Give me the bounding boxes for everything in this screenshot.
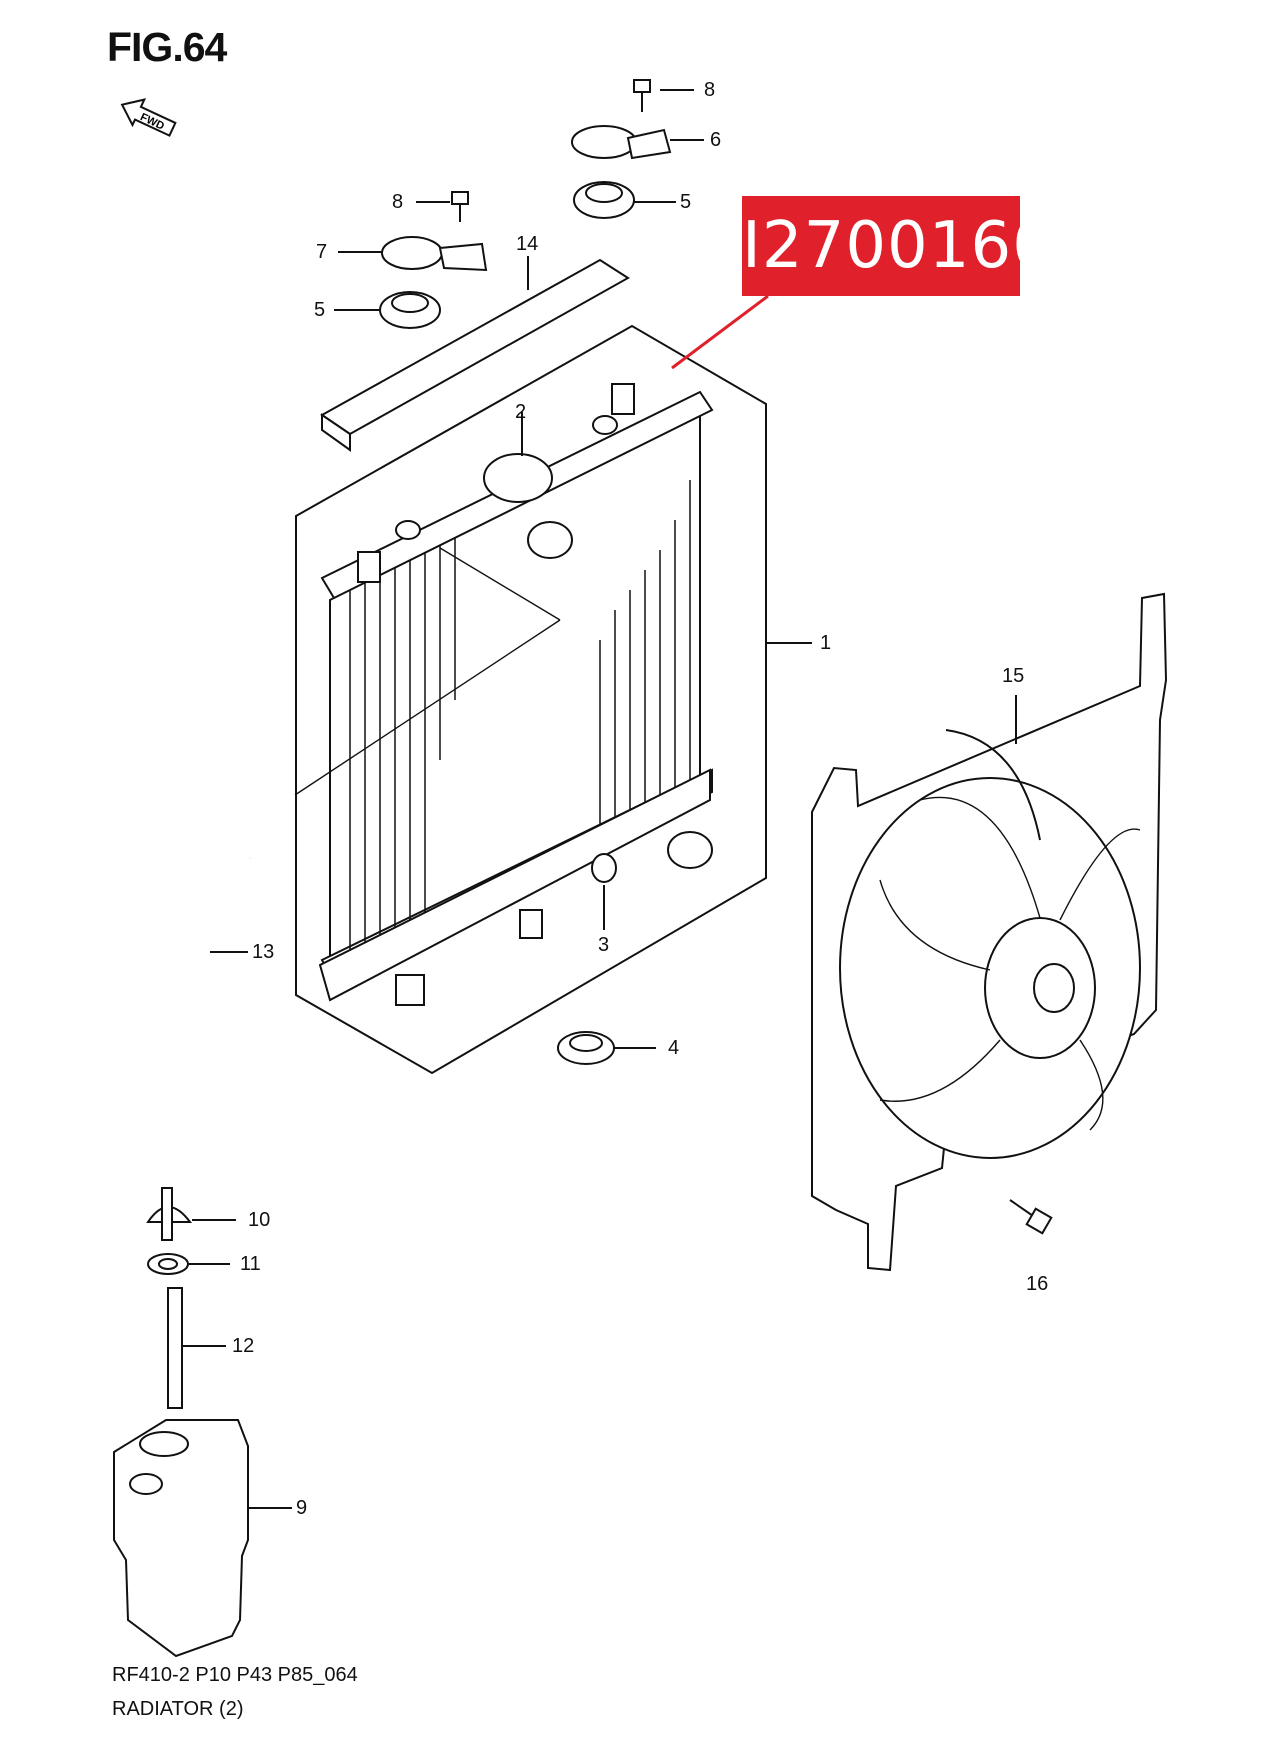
callout-5-right: 5 <box>680 191 692 213</box>
upper-mounts <box>334 79 704 329</box>
callout-9: 9 <box>296 1497 308 1519</box>
radiator-outline <box>295 324 767 1075</box>
fwd-label: FWD <box>138 111 166 132</box>
highlight-leader <box>671 294 769 370</box>
callout-4: 4 <box>668 1037 680 1059</box>
callout-12: 12 <box>232 1335 255 1357</box>
callout-6: 6 <box>710 129 722 151</box>
tank-inlet-hose-part <box>167 1287 226 1409</box>
seal-strip-part <box>320 256 630 452</box>
shroud-bolt-part <box>1009 1199 1053 1235</box>
callout-7: 7 <box>316 241 328 263</box>
callout-13: 13 <box>252 941 275 963</box>
callout-8-right: 8 <box>704 79 716 101</box>
overflow-hose-part <box>149 854 254 1173</box>
callout-8-left: 8 <box>392 191 404 213</box>
fwd-arrow-icon: FWD <box>120 98 177 137</box>
highlight-part-code: I2700160 <box>742 196 1053 296</box>
tank-cap-part <box>146 1187 236 1241</box>
grommet-part <box>147 1253 230 1275</box>
callout-16: 16 <box>1026 1273 1049 1295</box>
callout-2: 2 <box>515 401 527 423</box>
callout-1: 1 <box>820 632 832 654</box>
footer-code: RF410-2 P10 P43 P85_064 <box>112 1664 358 1686</box>
callout-3: 3 <box>598 934 610 956</box>
figure-title: FIG.64 <box>107 24 227 70</box>
callout-11: 11 <box>240 1253 261 1275</box>
reservoir-tank-part <box>113 1419 292 1658</box>
callout-14: 14 <box>516 233 539 255</box>
footer-section: RADIATOR (2) <box>112 1698 244 1720</box>
callout-5-left: 5 <box>314 299 326 321</box>
fan-shroud-part <box>811 592 1168 1272</box>
callout-10: 10 <box>248 1209 271 1231</box>
callout-15: 15 <box>1002 665 1025 687</box>
lower-cushion-part <box>557 1031 656 1065</box>
radiator-cap-part <box>483 412 553 503</box>
